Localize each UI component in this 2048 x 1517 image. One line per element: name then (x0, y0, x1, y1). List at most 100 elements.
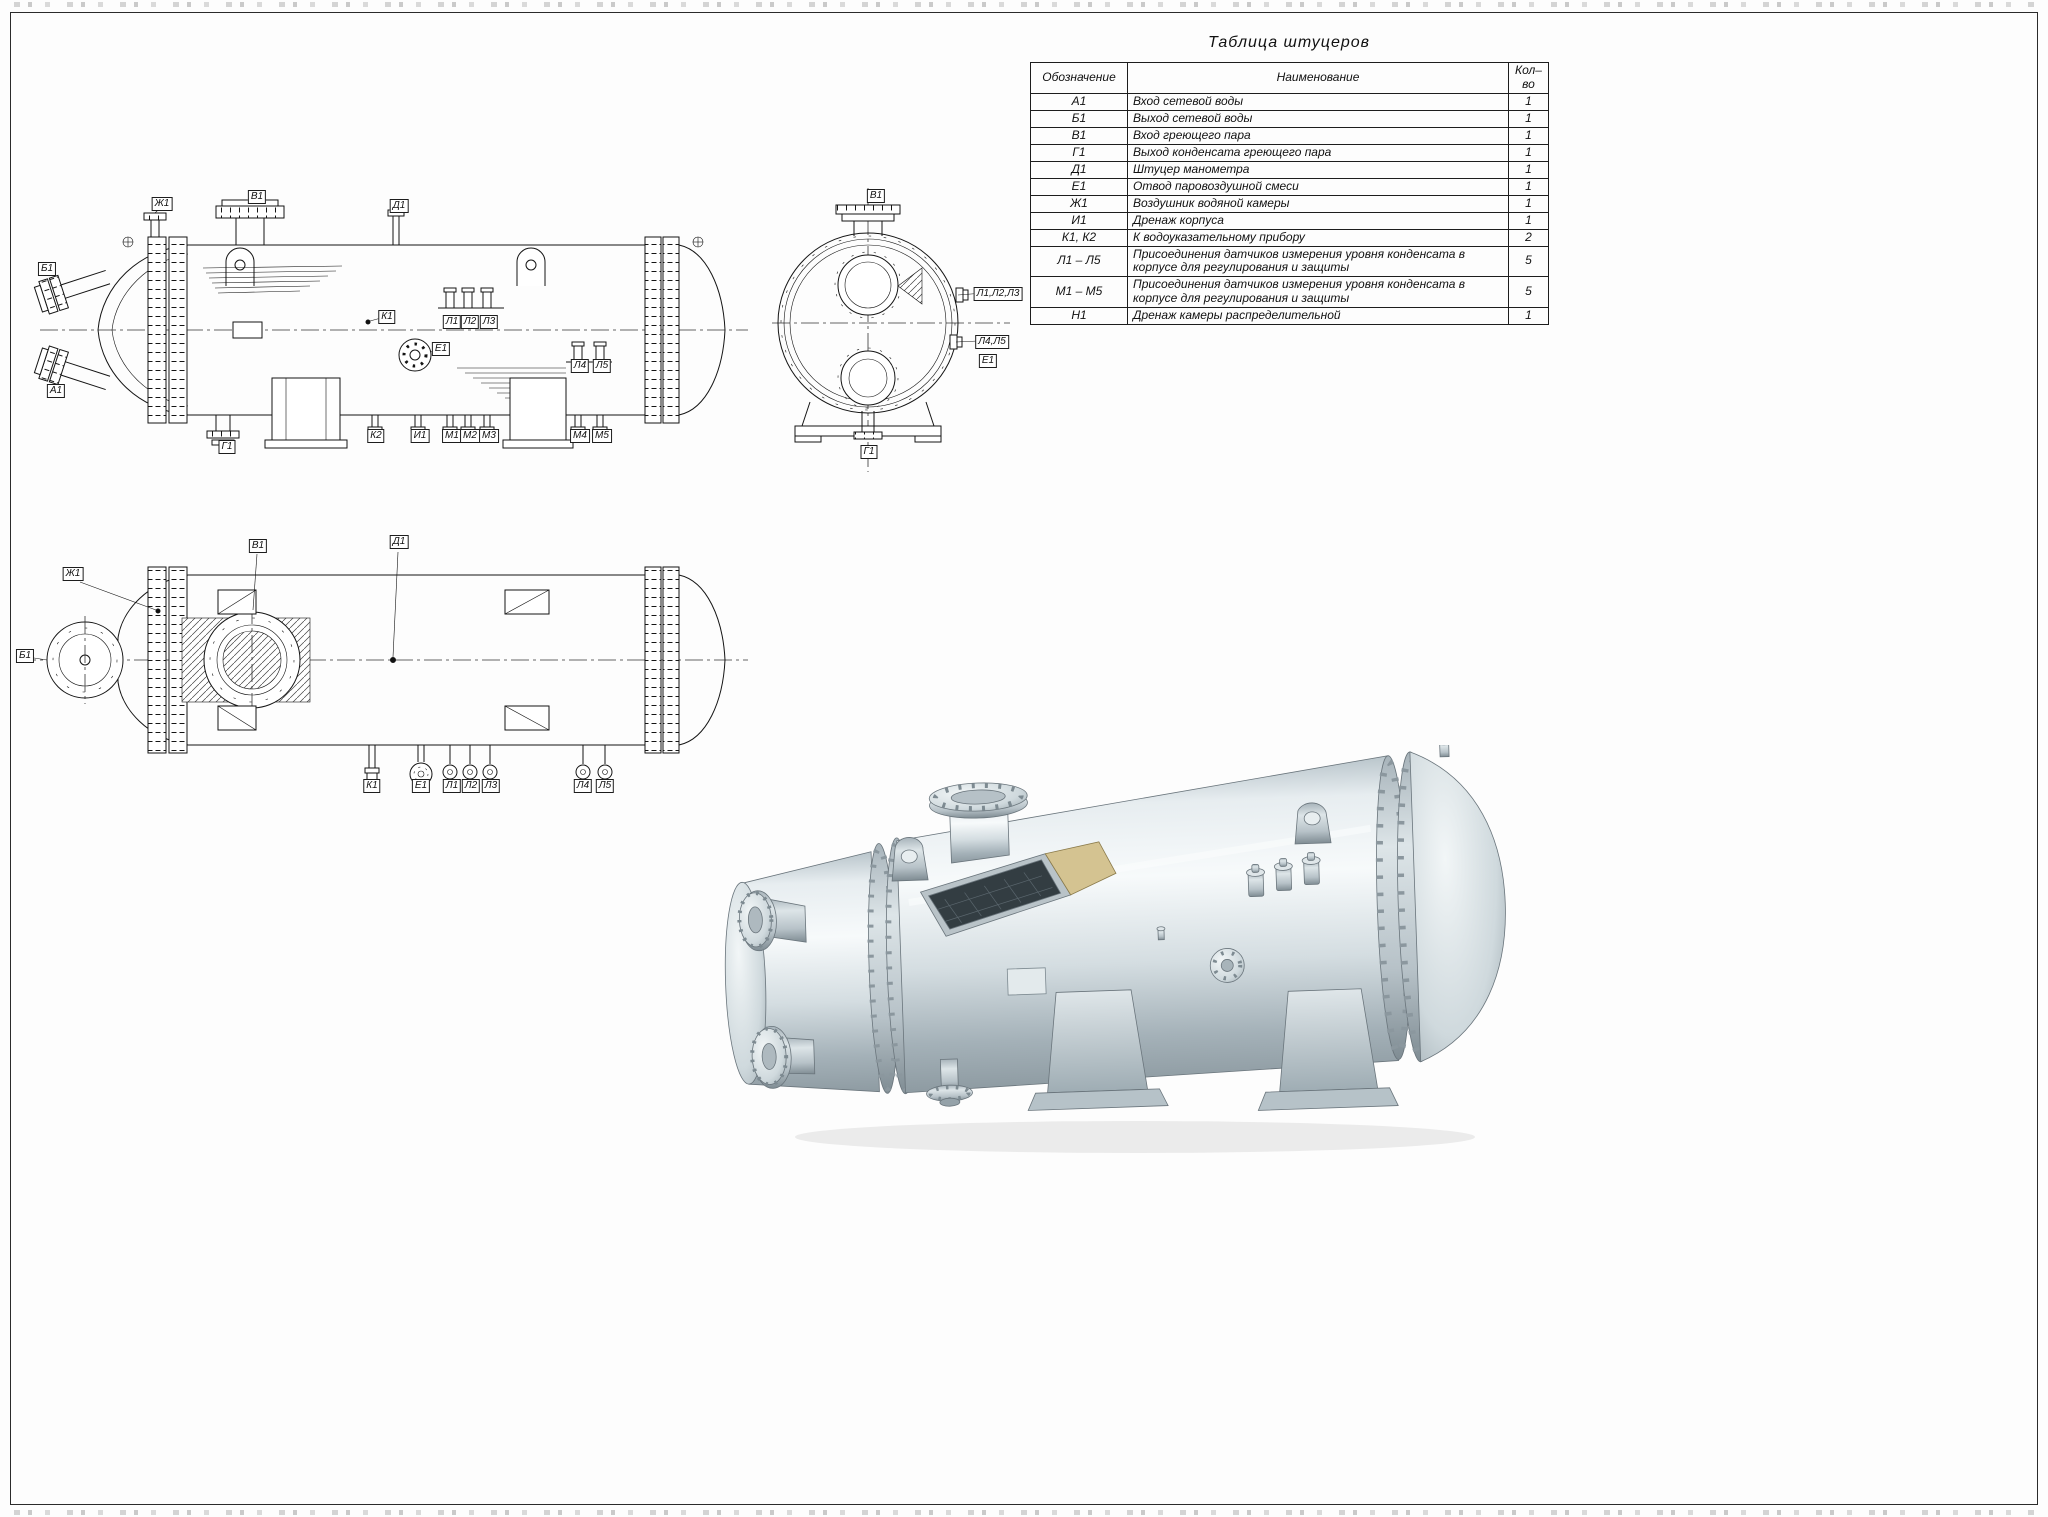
tube-bundle-lines (202, 265, 343, 294)
label-g1-end: Г1 (860, 445, 878, 459)
iso-3d-view (724, 745, 1506, 1153)
cell-qty: 1 (1508, 306, 1549, 325)
lifting-lug-left (891, 837, 929, 882)
cell-qty: 1 (1508, 143, 1549, 162)
label-d1-top: Д1 (389, 535, 409, 549)
label-m4-side: М4 (570, 429, 590, 443)
cell-designation: В1 (1030, 126, 1128, 145)
datum-marks (122, 236, 704, 248)
label-m2-side: М2 (460, 429, 480, 443)
cell-qty: 1 (1508, 160, 1549, 179)
table-title: Таблица штуцеров (1207, 34, 1370, 51)
cell-qty: 1 (1508, 92, 1549, 111)
nameplate (232, 321, 263, 339)
cell-designation: М1 – М5 (1030, 276, 1128, 308)
support-right (1257, 988, 1399, 1111)
lower-waterbox-flange (837, 347, 899, 409)
label-k2-side: К2 (367, 429, 385, 443)
cell-designation: Д1 (1030, 160, 1128, 179)
support-footprints (217, 589, 550, 731)
label-m1-side: М1 (442, 429, 462, 443)
label-zh1-side: Ж1 (151, 197, 173, 211)
ground-shadow (795, 1121, 1475, 1153)
cell-qty: 1 (1508, 211, 1549, 230)
shell-plate (1006, 967, 1047, 996)
upper-waterbox-flange (834, 251, 923, 319)
cell-designation: Б1 (1030, 109, 1128, 128)
steam-inlet-nozzle-v1 (928, 782, 1028, 864)
label-l1-side: Л1 (442, 315, 462, 329)
cell-name: Воздушник водяной камеры (1127, 194, 1509, 213)
cell-name: Выход конденсата греющего пара (1127, 143, 1509, 162)
scan-noise-top (14, 2, 2034, 7)
label-l4-side: Л4 (570, 359, 590, 373)
nozzle-zh1 (143, 212, 167, 237)
flange-bands (147, 566, 680, 754)
cell-name: Выход сетевой воды (1127, 109, 1509, 128)
cell-name: Отвод паровоздушной смеси (1127, 177, 1509, 196)
nozzle-b1 (33, 269, 111, 315)
label-d1-side: Д1 (389, 199, 409, 213)
table-header-row: Обозначение Наименование Кол– во (1030, 62, 1549, 94)
nozzles-l1-l3 (438, 287, 504, 309)
nozzle-a1 (33, 345, 111, 391)
manway-flange-upper (737, 890, 807, 952)
label-e1-end: Е1 (978, 354, 998, 368)
label-l1-top: Л1 (442, 779, 462, 793)
cell-designation: Л1 – Л5 (1030, 245, 1128, 278)
cell-designation: И1 (1030, 211, 1128, 230)
label-l3-side: Л3 (479, 315, 499, 329)
cell-qty: 2 (1508, 228, 1549, 247)
label-v1-end: В1 (866, 189, 886, 203)
cell-designation: Г1 (1030, 143, 1128, 162)
label-l45-end: Л4,Л5 (975, 335, 1009, 349)
label-l123-end: Л1,Л2,Л3 (973, 287, 1023, 301)
top-view-drawing (18, 551, 748, 786)
label-g1-side: Г1 (218, 440, 236, 454)
flange-e1 (1209, 948, 1245, 983)
cell-name: Присоединения датчиков измерения уровня … (1127, 245, 1509, 278)
label-i1-side: И1 (410, 429, 430, 443)
end-view-drawing (772, 188, 1010, 472)
nozzle-v1-flange (181, 606, 311, 714)
cell-name: Вход греющего пара (1127, 126, 1509, 145)
label-e1-top: Е1 (411, 779, 431, 793)
label-l5-top: Л5 (595, 779, 615, 793)
label-e1-side: Е1 (431, 342, 451, 356)
right-head (1375, 745, 1506, 1063)
scan-noise-bottom (14, 1510, 2034, 1515)
label-v1-side: В1 (247, 190, 267, 204)
col-name: Наименование (1127, 62, 1509, 94)
nozzle-k1-point (365, 319, 371, 325)
cell-qty: 1 (1508, 177, 1549, 196)
cell-name: Дренаж корпуса (1127, 211, 1509, 230)
nozzle-e1 (398, 338, 432, 372)
cell-designation: Ж1 (1030, 194, 1128, 213)
inlet-plate (1044, 841, 1117, 896)
manway-flange-lower (750, 1025, 816, 1089)
drain-nozzle-g1 (926, 1058, 973, 1107)
col-qty: Кол– во (1508, 62, 1549, 94)
cell-qty: 1 (1508, 194, 1549, 213)
cell-designation: Н1 (1030, 306, 1128, 325)
cell-name: Присоединения датчиков измерения уровня … (1127, 276, 1509, 308)
label-v1-top: В1 (248, 539, 268, 553)
steam-inlet-screen (919, 841, 1117, 937)
cell-name: Дренаж камеры распределительной (1127, 306, 1509, 325)
leader-lines (33, 551, 399, 663)
label-k1-side: К1 (378, 310, 396, 324)
nozzle-g1 (853, 411, 883, 440)
cell-designation: К1, К2 (1030, 228, 1128, 247)
label-l4-top: Л4 (573, 779, 593, 793)
